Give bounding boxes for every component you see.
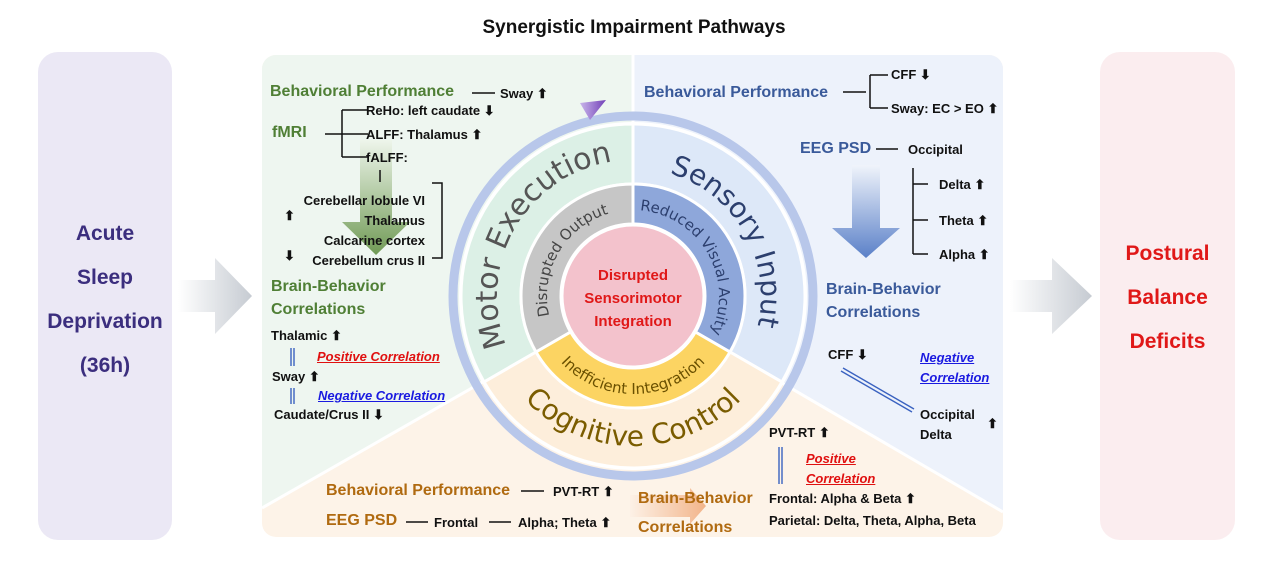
falff-region: Cerebellar lobule VI xyxy=(303,193,425,208)
green-down-arrow xyxy=(342,140,410,255)
label-line: Correlation xyxy=(920,370,990,385)
band-theta: Theta ⬆ xyxy=(939,213,989,228)
title-line: Brain-Behavior xyxy=(826,281,941,298)
diagram-title: Synergistic Impairment Pathways xyxy=(482,17,786,38)
center-label: Disrupted Sensorimotor Integration xyxy=(563,264,703,333)
center-line: Sensorimotor xyxy=(584,290,682,307)
motor-correlations-title: Brain-Behavior Correlations xyxy=(271,275,386,321)
blue-down-arrow xyxy=(832,165,900,258)
occipital-delta-label: Occipital Delta xyxy=(920,405,975,445)
right-box-text: Postural Balance Deficits xyxy=(1100,232,1235,364)
band-delta: Delta ⬆ xyxy=(939,177,986,192)
fmri-label: fMRI xyxy=(272,124,307,141)
center-line: Integration xyxy=(594,313,672,330)
caudate-label: Caudate/Crus II ⬇ xyxy=(274,407,384,422)
cycle-arrowhead xyxy=(580,100,606,120)
cognitive-correlations-title: Brain-Behavior Correlations xyxy=(638,484,753,542)
title-line: Correlations xyxy=(826,304,921,321)
cognitive-behavioral-label: Behavioral Performance xyxy=(326,482,511,499)
right-line: Deficits xyxy=(1129,330,1206,353)
center-circle xyxy=(560,223,706,369)
sensory-result: CFF ⬇ xyxy=(891,67,931,82)
fmri-item: fALFF: xyxy=(366,150,408,165)
sway-label: Sway ⬆ xyxy=(272,369,320,384)
title-line: Brain-Behavior xyxy=(638,490,753,507)
left-line: (36h) xyxy=(79,354,131,377)
positive-correlation-label: Positive Correlation xyxy=(317,349,440,364)
sensory-result: Sway: EC > EO ⬆ xyxy=(891,101,999,116)
motor-behavioral-label: Behavioral Performance xyxy=(270,83,455,100)
frontal-correlation: Frontal: Alpha & Beta ⬆ xyxy=(769,491,916,506)
outer-cycle-ring xyxy=(448,111,818,481)
alpha-theta-label: Alpha; Theta ⬆ xyxy=(518,515,612,530)
right-line: Balance xyxy=(1127,286,1208,309)
fmri-item: ReHo: left caudate ⬇ xyxy=(366,103,495,118)
falff-region: Thalamus xyxy=(364,213,425,228)
left-box xyxy=(38,52,172,540)
center-line: Disrupted xyxy=(597,267,668,284)
left-line: Sleep xyxy=(76,266,134,289)
label-line: Correlation xyxy=(806,471,876,486)
cognitive-eeg-label: EEG PSD xyxy=(326,512,398,529)
up-arrow-icon: ⬆ xyxy=(284,208,295,223)
label-line: Occipital xyxy=(920,407,975,422)
connector-lines xyxy=(325,74,928,523)
band-alpha: Alpha ⬆ xyxy=(939,247,990,262)
up-arrow-icon: ⬆ xyxy=(987,416,998,431)
falff-regions: Cerebellar lobule VI Thalamus Calcarine … xyxy=(275,191,425,271)
left-box-text: Acute Sleep Deprivation (36h) xyxy=(38,212,172,388)
down-arrow-icon: ⬇ xyxy=(284,248,295,263)
falff-region: Calcarine cortex xyxy=(323,233,425,248)
frontal-label: Frontal xyxy=(434,515,479,530)
sensory-correlations-title: Brain-Behavior Correlations xyxy=(826,278,941,324)
label-line: Delta xyxy=(920,427,952,442)
label-line: Positive xyxy=(806,451,856,466)
title-line: Correlations xyxy=(271,301,366,318)
occipital-label: Occipital xyxy=(908,142,963,157)
cff-label: CFF ⬇ xyxy=(828,347,868,362)
right-line: Postural xyxy=(1125,242,1210,265)
parietal-correlation: Parietal: Delta, Theta, Alpha, Beta xyxy=(769,513,976,528)
motor-behavioral-result: Sway ⬆ xyxy=(500,86,548,101)
output-arrow xyxy=(1010,258,1092,334)
left-line: Acute xyxy=(75,222,135,245)
title-line: Brain-Behavior xyxy=(271,278,386,295)
sensory-negative-correlation: Negative Correlation xyxy=(920,348,989,388)
right-box xyxy=(1100,52,1235,540)
correlation-double-lines xyxy=(290,348,915,484)
sensory-eeg-label: EEG PSD xyxy=(800,140,872,157)
fmri-item: ALFF: Thalamus ⬆ xyxy=(366,127,483,142)
cognitive-positive-correlation: Positive Correlation xyxy=(806,449,875,489)
left-line: Deprivation xyxy=(47,310,163,333)
label-line: Negative xyxy=(920,350,975,365)
negative-correlation-label: Negative Correlation xyxy=(318,388,446,403)
pvt-label: PVT-RT ⬆ xyxy=(769,425,830,440)
thalamic-label: Thalamic ⬆ xyxy=(271,328,342,343)
title-line: Correlations xyxy=(638,519,733,536)
sensory-behavioral-label: Behavioral Performance xyxy=(644,84,829,101)
falff-region: Cerebellum crus II xyxy=(312,253,425,268)
peach-right-arrow xyxy=(630,488,706,524)
input-arrow xyxy=(178,258,252,334)
cognitive-behavioral-result: PVT-RT ⬆ xyxy=(553,484,614,499)
